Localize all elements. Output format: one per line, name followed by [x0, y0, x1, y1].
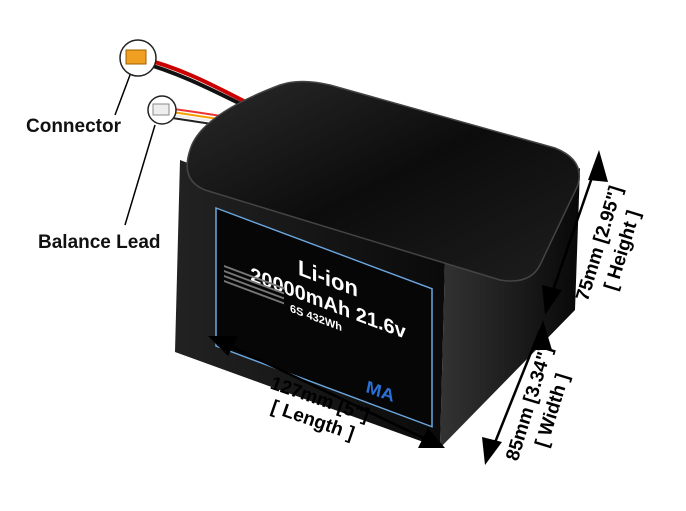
fine-print	[224, 264, 284, 305]
connector-leader-line	[114, 74, 131, 116]
battery-top-face	[186, 80, 580, 282]
xt-connector	[119, 39, 157, 77]
balance-connector	[147, 95, 177, 125]
balance-lead-leader-line	[124, 124, 156, 226]
connector-label: Connector	[26, 116, 122, 137]
balance-lead-label: Balance Lead	[38, 232, 161, 253]
battery-label: Li-ion 20000mAh 21.6v 6S 432Wh MA	[215, 206, 433, 428]
